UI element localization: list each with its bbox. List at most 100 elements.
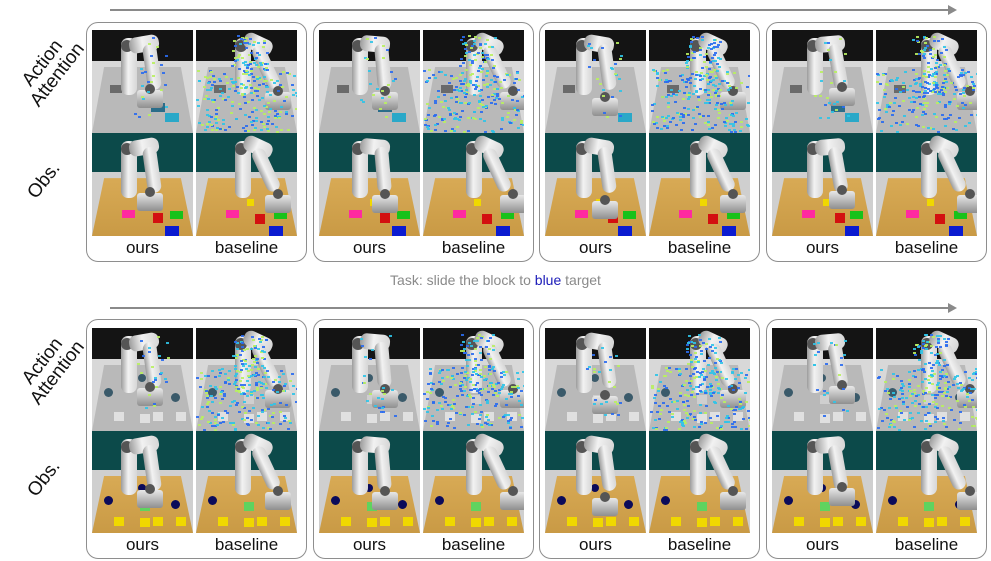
- sphere-icon: [850, 499, 860, 509]
- ours-attention-image: [319, 30, 420, 133]
- robot-gripper: [499, 194, 524, 213]
- robot-gripper: [956, 91, 977, 110]
- green-block-icon: [924, 501, 935, 511]
- robot-joint: [964, 486, 975, 497]
- yellow-block-icon: [605, 412, 616, 422]
- yellow-marker-icon: [822, 198, 830, 206]
- robot-joint: [144, 381, 155, 392]
- robot-joint: [379, 383, 390, 394]
- pink-target-icon: [802, 209, 816, 218]
- robot-link: [351, 38, 368, 95]
- column-label-ours: ours: [125, 238, 160, 257]
- robot-arm: [545, 133, 646, 236]
- column-label-ours: ours: [125, 535, 160, 554]
- ours-observation-image: [545, 133, 646, 236]
- robot-joint: [727, 383, 738, 394]
- yellow-block-icon: [471, 413, 482, 423]
- baseline-observation-image: [196, 431, 297, 533]
- robot-arm: [92, 328, 193, 431]
- robot-arm: [876, 431, 977, 533]
- column-label-baseline: baseline: [441, 535, 506, 554]
- robot-joint: [836, 81, 847, 92]
- baseline-attention-image: [649, 30, 750, 133]
- green-block-icon: [697, 501, 708, 511]
- sphere-icon: [331, 495, 341, 505]
- blue-target-icon: [844, 225, 859, 236]
- robot-gripper: [264, 91, 291, 110]
- yellow-block-icon: [114, 412, 125, 422]
- robot-link: [351, 336, 368, 393]
- baseline-observation-image: [423, 133, 524, 236]
- robot-gripper: [371, 492, 398, 511]
- ours-attention-image: [319, 328, 420, 431]
- sphere-icon: [397, 392, 407, 402]
- attention-target-icon: [164, 113, 179, 123]
- baseline-attention-image: [876, 328, 977, 431]
- yellow-block-icon: [244, 518, 255, 528]
- yellow-block-icon: [279, 412, 290, 422]
- green-target-icon: [396, 211, 410, 220]
- yellow-block-icon: [367, 413, 378, 423]
- attention-heatmap: [423, 328, 524, 431]
- yellow-block-icon: [256, 412, 267, 422]
- robot-arm: [772, 133, 873, 236]
- column-label-baseline: baseline: [214, 238, 279, 257]
- yellow-block-icon: [175, 412, 186, 422]
- sphere-icon: [397, 499, 407, 509]
- sphere-icon: [208, 495, 218, 505]
- yellow-block-icon: [483, 516, 494, 526]
- blue-target-icon: [495, 225, 510, 236]
- column-label-baseline: baseline: [894, 535, 959, 554]
- robot-link: [373, 444, 392, 492]
- yellow-block-icon: [244, 413, 255, 423]
- green-target-icon: [953, 211, 967, 220]
- robot-link: [575, 439, 592, 496]
- sphere-icon: [784, 495, 794, 505]
- target-pad-icon: [790, 85, 803, 94]
- robot-arm: [92, 133, 193, 236]
- robot-gripper: [591, 498, 618, 517]
- caption-highlight: blue: [534, 272, 562, 288]
- column-label-baseline: baseline: [894, 238, 959, 257]
- ours-observation-image: [92, 431, 193, 533]
- yellow-block-icon: [445, 412, 456, 422]
- yellow-block-icon: [936, 412, 947, 422]
- green-block-icon: [820, 501, 831, 511]
- attention-heatmap: [196, 30, 297, 133]
- robot-link: [480, 444, 513, 492]
- sphere-icon: [557, 495, 567, 505]
- attention-heatmap: [649, 328, 750, 431]
- yellow-block-icon: [402, 516, 413, 526]
- time-arrow: [110, 303, 957, 313]
- robot-link: [935, 146, 968, 195]
- robot-arm: [545, 30, 646, 133]
- robot-link: [465, 439, 482, 496]
- attention-heatmap: [772, 328, 873, 431]
- robot-joint: [144, 484, 155, 495]
- robot-joint: [964, 188, 975, 199]
- robot-arm: [649, 133, 750, 236]
- robot-arm: [92, 30, 193, 133]
- attention-heatmap: [545, 30, 646, 133]
- sphere-icon: [104, 495, 114, 505]
- sphere-icon: [170, 499, 180, 509]
- yellow-block-icon: [832, 516, 843, 526]
- sphere-icon: [435, 388, 445, 398]
- green-block-icon: [924, 394, 935, 404]
- yellow-block-icon: [936, 516, 947, 526]
- pink-target-icon: [122, 209, 136, 218]
- robot-arm: [423, 431, 524, 533]
- robot-gripper: [591, 395, 618, 414]
- blue-target-icon: [164, 225, 179, 236]
- red-block-icon: [254, 214, 265, 224]
- target-pad-icon: [667, 85, 680, 94]
- yellow-block-icon: [114, 516, 125, 526]
- attention-target-icon: [844, 113, 859, 123]
- target-pad-icon: [337, 85, 350, 94]
- sphere-icon: [623, 392, 633, 402]
- robot-link: [704, 146, 737, 195]
- sphere-icon: [591, 483, 600, 492]
- robot-arm: [196, 133, 297, 236]
- green-block-icon: [244, 394, 255, 404]
- yellow-block-icon: [218, 516, 229, 526]
